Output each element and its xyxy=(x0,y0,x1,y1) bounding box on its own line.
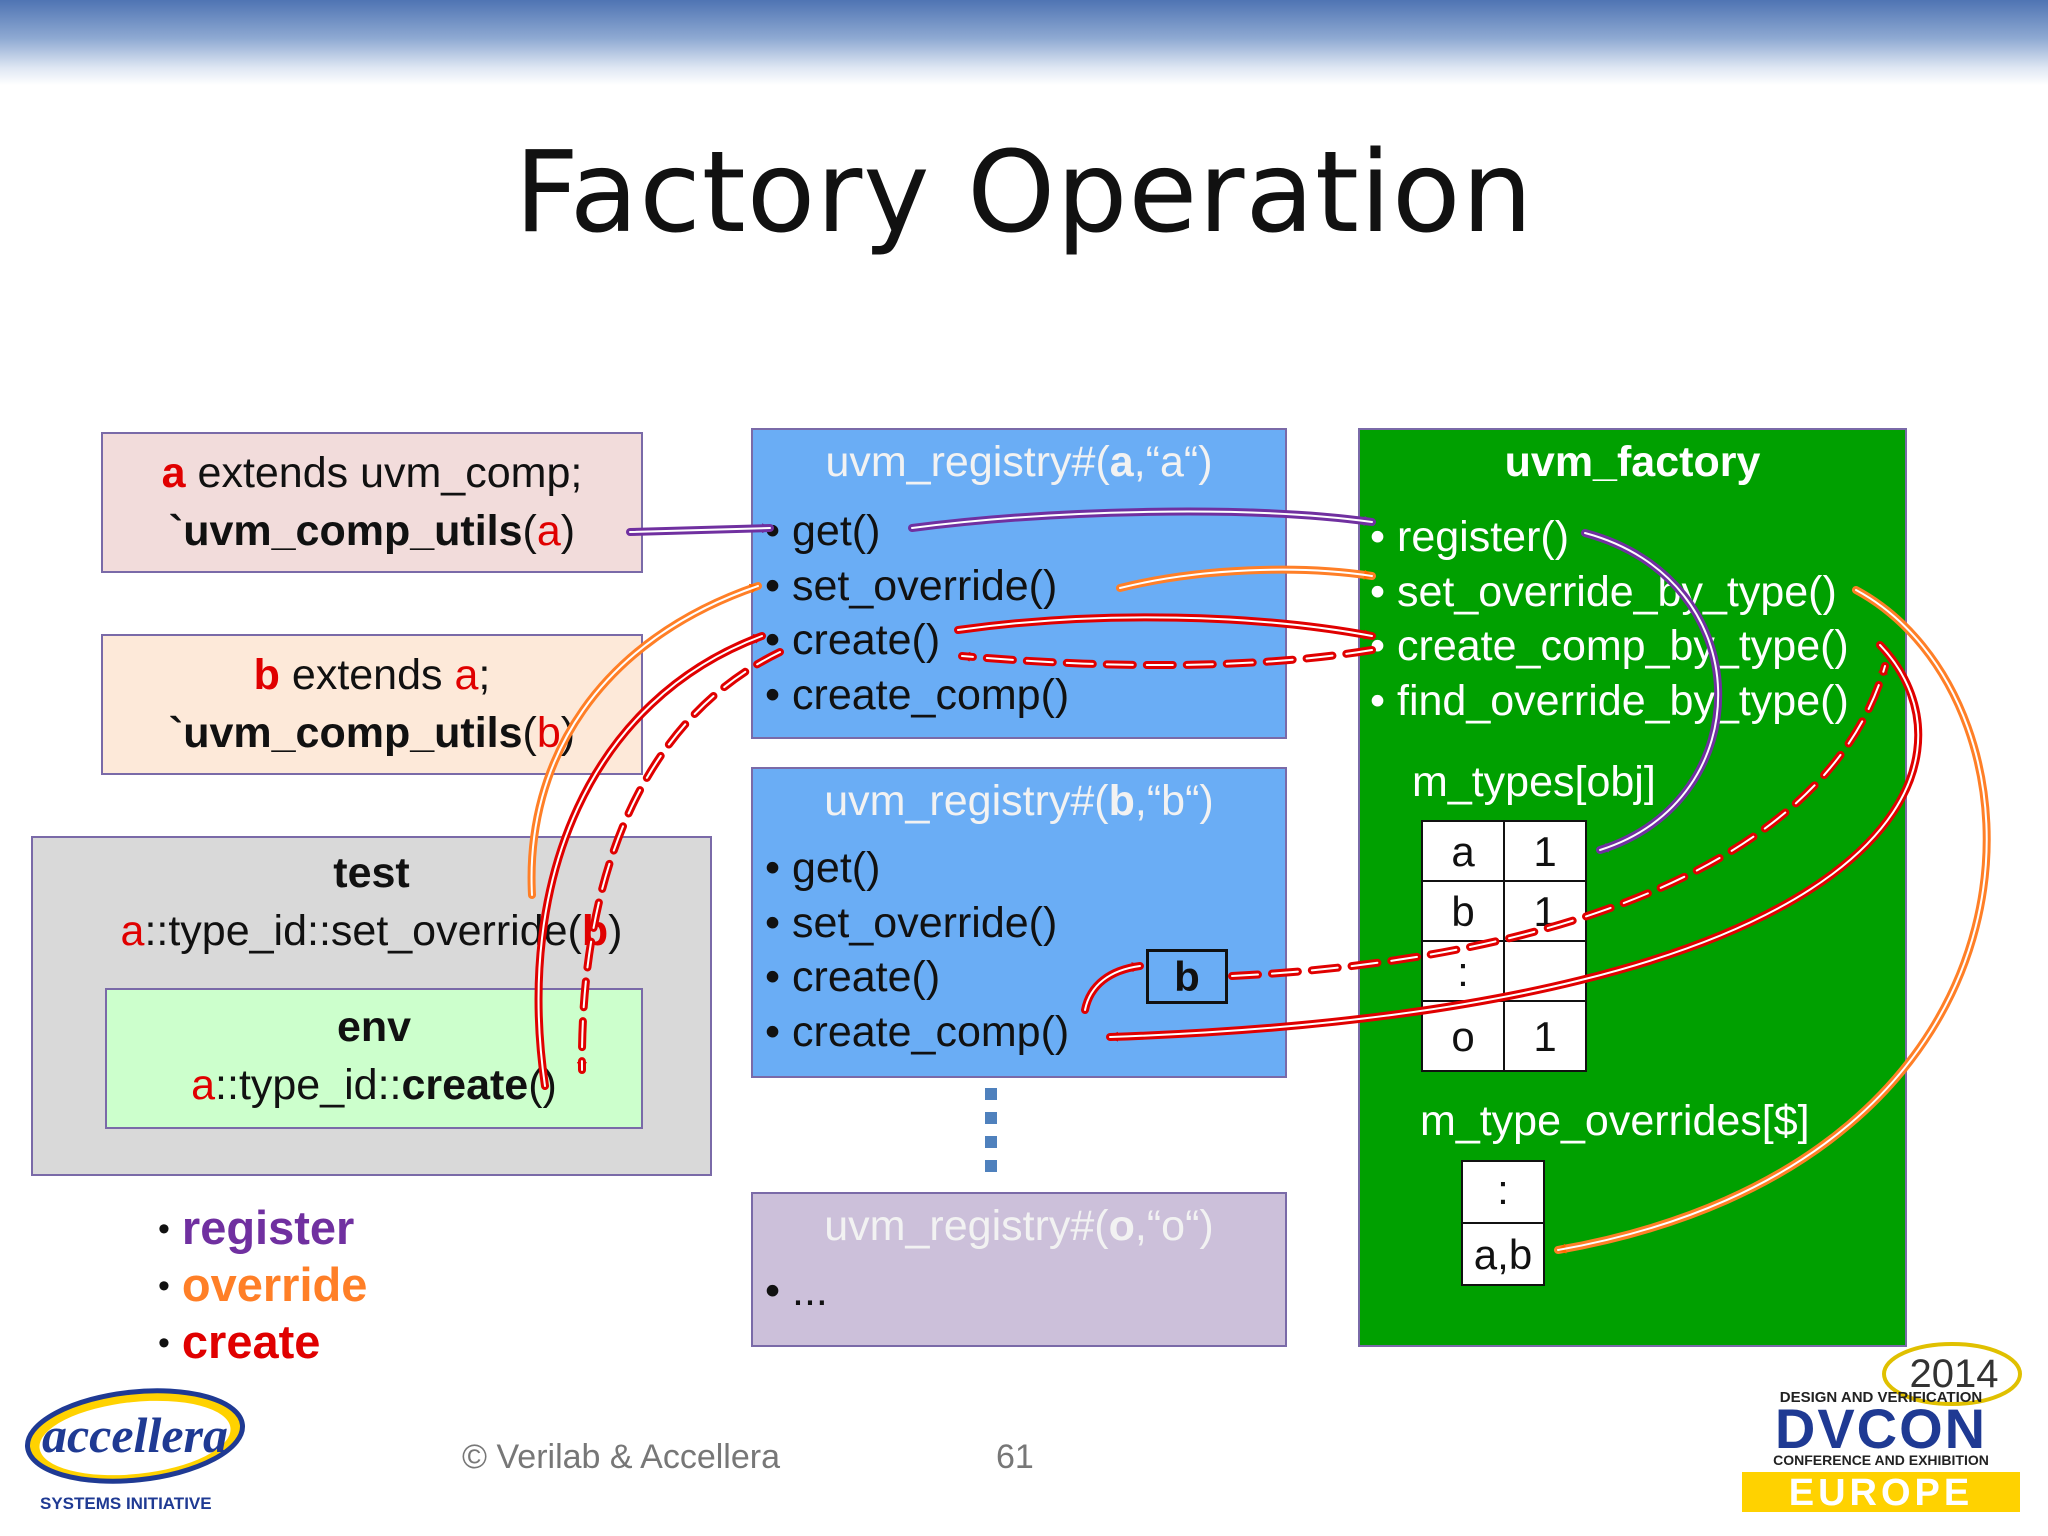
env-box: env a::type_id::create() xyxy=(105,988,643,1129)
factory-method: find_override_by_type() xyxy=(1370,674,1849,729)
legend-register: register xyxy=(181,1201,355,1254)
legend-item: •register xyxy=(158,1201,355,1254)
dvcon-line2: CONFERENCE AND EXHIBITION xyxy=(1773,1452,1989,1468)
types-cell-key: a xyxy=(1421,820,1505,882)
factory-method: set_override_by_type() xyxy=(1370,565,1849,620)
dvcon-wordmark: DVCON xyxy=(1775,1397,1987,1460)
test-override-call: a::type_id::set_override(b) xyxy=(120,907,623,955)
types-cell-value: 1 xyxy=(1503,820,1587,882)
header-bar xyxy=(0,0,2048,85)
registry-a-methods: get() set_override() create() create_com… xyxy=(765,504,1069,722)
create-arrow-to-instance-b xyxy=(1081,962,1144,1014)
class-b-macro: `uvm_comp_utils(b) xyxy=(168,709,576,757)
types-label: m_types[obj] xyxy=(1412,758,1656,806)
registry-a-method: set_override() xyxy=(765,559,1069,614)
registry-b-box: uvm_registry#(b,“b“) get() set_override(… xyxy=(751,767,1287,1078)
ellipsis-dots xyxy=(985,1088,997,1174)
registry-a-method: create_comp() xyxy=(765,668,1069,723)
overrides-label: m_type_overrides[$] xyxy=(1420,1097,1810,1145)
class-b-box: b extends a; `uvm_comp_utils(b) xyxy=(101,634,643,775)
override-arrow-to-overrides-table xyxy=(1554,586,1991,1254)
types-cell-value: 1 xyxy=(1503,1000,1587,1072)
registry-b-method: get() xyxy=(765,841,1069,896)
factory-method: register() xyxy=(1370,510,1849,565)
class-a-name: a xyxy=(161,449,186,497)
types-cell-value: 1 xyxy=(1503,880,1587,942)
env-label: env xyxy=(336,1003,412,1051)
legend-item: •create xyxy=(158,1315,321,1368)
slide-title: Factory Operation xyxy=(514,128,1534,258)
registry-b-title: uvm_registry#(b,“b“) xyxy=(824,777,1214,825)
overrides-cell: : xyxy=(1461,1160,1545,1224)
class-a-macro: `uvm_comp_utils(a) xyxy=(168,507,576,555)
accellera-logo-mark: accellera xyxy=(24,1388,246,1484)
dvcon-logo-mark: 2014 DESIGN AND VERIFICATION DVCON CONFE… xyxy=(1742,1342,2022,1514)
types-cell-key: b xyxy=(1421,880,1505,942)
registry-b-method: create() xyxy=(765,950,1069,1005)
accellera-logo: accellera SYSTEMS INITIATIVE xyxy=(22,1386,248,1516)
registry-o-methods: ... xyxy=(765,1264,828,1319)
overrides-cell: a,b xyxy=(1461,1222,1545,1286)
test-label: test xyxy=(333,849,410,897)
registry-b-methods: get() set_override() create() create_com… xyxy=(765,841,1069,1059)
factory-method: create_comp_by_type() xyxy=(1370,619,1849,674)
register-arrow-to-types-table xyxy=(1581,529,1723,854)
footer-page-number: 61 xyxy=(996,1438,1034,1476)
registry-a-method: get() xyxy=(765,504,1069,559)
instance-b-box: b xyxy=(1146,949,1228,1004)
dvcon-logo: 2014 DESIGN AND VERIFICATION DVCON CONFE… xyxy=(1738,1334,2024,1516)
accellera-tagline: SYSTEMS INITIATIVE xyxy=(40,1494,212,1513)
registry-a-box: uvm_registry#(a,“a“) get() set_override(… xyxy=(751,428,1287,739)
registry-b-method: set_override() xyxy=(765,896,1069,951)
registry-a-title: uvm_registry#(a,“a“) xyxy=(825,438,1213,486)
class-a-box: a extends uvm_comp; `uvm_comp_utils(a) xyxy=(101,432,643,573)
return-arrow-b-to-factory xyxy=(1228,662,1889,980)
registry-o-title: uvm_registry#(o,“o“) xyxy=(824,1202,1214,1250)
accellera-wordmark: accellera xyxy=(42,1407,228,1463)
legend-create: create xyxy=(181,1315,321,1368)
class-a-declaration: a extends uvm_comp; xyxy=(161,449,583,497)
registry-o-box: uvm_registry#(o,“o“) ... xyxy=(751,1192,1287,1347)
factory-title: uvm_factory xyxy=(1504,438,1761,486)
create-arrow-env-to-create xyxy=(534,632,766,1090)
legend: •register •override •create xyxy=(158,1200,367,1371)
registry-b-method: create_comp() xyxy=(765,1005,1069,1060)
dvcon-year: 2014 xyxy=(1910,1352,1999,1396)
legend-item: •override xyxy=(158,1258,368,1311)
legend-override: override xyxy=(181,1258,368,1311)
footer-copyright: © Verilab & Accellera xyxy=(462,1438,780,1476)
registry-o-method: ... xyxy=(765,1264,828,1319)
env-create-call: a::type_id::create() xyxy=(191,1061,557,1109)
return-arrow-to-env xyxy=(576,648,784,1074)
dvcon-line1: DESIGN AND VERIFICATION xyxy=(1780,1389,1983,1406)
class-b-declaration: b extends a; xyxy=(253,651,491,699)
factory-methods: register() set_override_by_type() create… xyxy=(1370,510,1849,728)
registry-a-method: create() xyxy=(765,613,1069,668)
dvcon-region: EUROPE xyxy=(1789,1472,1973,1514)
